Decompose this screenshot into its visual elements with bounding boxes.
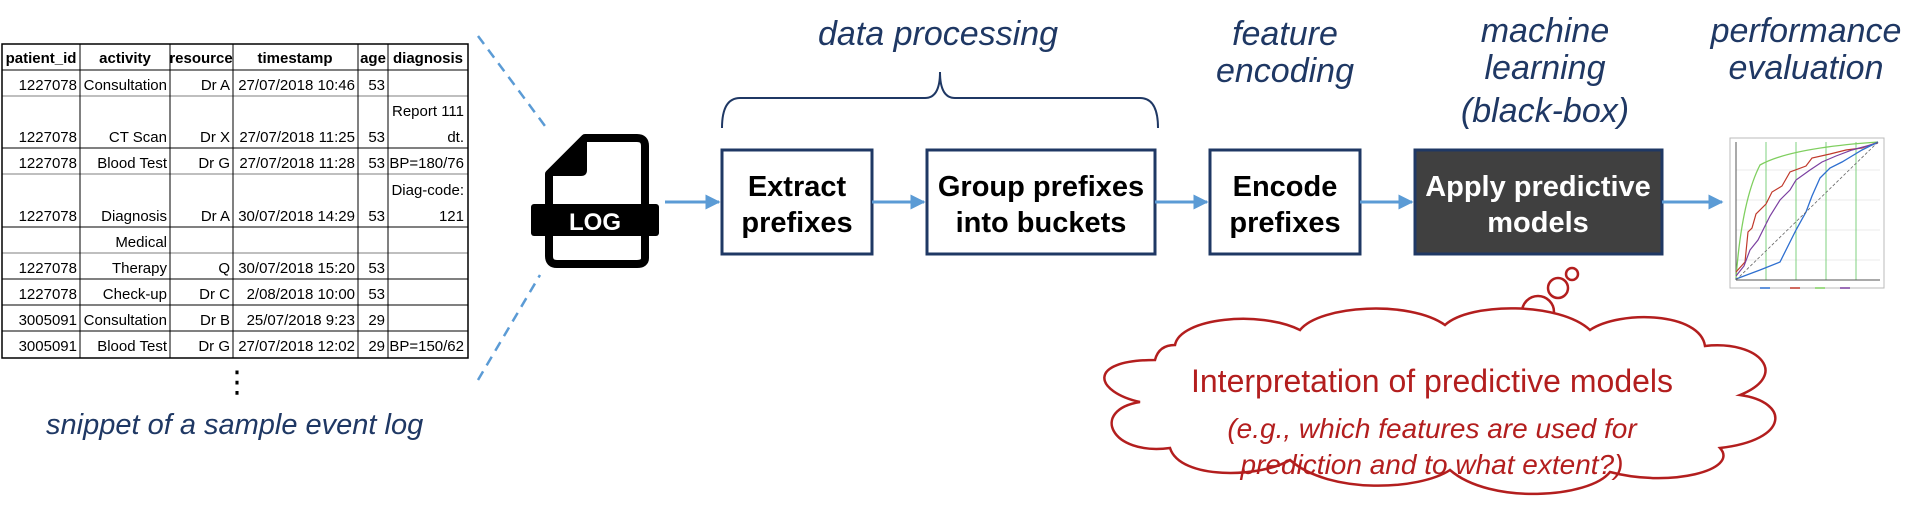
cell-age: 29 bbox=[368, 338, 385, 355]
extract-prefixes-box: Extract prefixes bbox=[720, 148, 874, 256]
table-row: 1227078 Check-up Dr C 2/08/2018 10:00 53 bbox=[19, 286, 385, 303]
table-grid bbox=[2, 44, 468, 358]
stage-label-learning: learning bbox=[1485, 49, 1606, 87]
cell-timestamp: 27/07/2018 10:46 bbox=[238, 77, 355, 94]
cell-timestamp: 30/07/2018 14:29 bbox=[238, 208, 355, 225]
cell-timestamp: 30/07/2018 15:20 bbox=[238, 260, 355, 277]
stage-label-performance: performance bbox=[1710, 12, 1902, 50]
group-prefixes-box: Group prefixes into buckets bbox=[925, 148, 1157, 256]
cell-activity: Check-up bbox=[103, 286, 167, 303]
thought-bubble-small bbox=[1564, 266, 1580, 282]
cell-age: 53 bbox=[368, 286, 385, 303]
group-prefixes-line1: Group prefixes bbox=[938, 171, 1144, 203]
header-timestamp: timestamp bbox=[257, 50, 332, 67]
encode-prefixes-line1: Encode bbox=[1233, 171, 1338, 203]
cell-activity: Blood Test bbox=[97, 155, 168, 172]
table-border bbox=[1, 43, 469, 359]
cell-age: 53 bbox=[368, 129, 385, 146]
cell-timestamp: 27/07/2018 11:25 bbox=[239, 129, 355, 146]
cell-timestamp: 25/07/2018 9:23 bbox=[247, 312, 355, 329]
table-row: 1227078 Diagnosis Dr A 30/07/2018 14:29 … bbox=[19, 182, 464, 225]
data-processing-brace bbox=[721, 71, 1159, 129]
header-age: age bbox=[360, 50, 386, 67]
cell-diagnosis: Diag-code:121 bbox=[391, 182, 464, 225]
cell-resource: Dr C bbox=[199, 286, 230, 303]
log-label: LOG bbox=[569, 209, 621, 236]
log-file-icon: LOG bbox=[531, 134, 659, 268]
cell-age: 53 bbox=[368, 260, 385, 277]
cell-resource: Dr B bbox=[200, 312, 230, 329]
interpretation-thought-cloud: Interpretation of predictive models (e.g… bbox=[1103, 266, 1777, 496]
cell-patient-id: 1227078 bbox=[19, 208, 77, 225]
table-row: 3005091 Blood Test Dr G 27/07/2018 12:02… bbox=[19, 338, 464, 355]
apply-models-box: Apply predictive models bbox=[1413, 148, 1664, 256]
event-log-caption: snippet of a sample event log bbox=[46, 409, 423, 441]
apply-models-line2: models bbox=[1487, 207, 1589, 239]
stage-label-data-processing: data processing bbox=[818, 15, 1058, 53]
stage-label-black-box: (black-box) bbox=[1461, 92, 1629, 130]
table-row: 1227078 CT Scan Dr X 27/07/2018 11:25 53… bbox=[19, 103, 464, 146]
cell-timestamp: 2/08/2018 10:00 bbox=[247, 286, 355, 303]
cell-resource: Dr G bbox=[198, 155, 230, 172]
table-continuation: ⋮ bbox=[222, 365, 252, 400]
log-label-band bbox=[531, 204, 659, 236]
stage-label-encoding: encoding bbox=[1216, 52, 1354, 90]
cell-age: 53 bbox=[368, 155, 385, 172]
stage-label-machine: machine bbox=[1481, 12, 1610, 50]
cell-resource: Dr A bbox=[201, 208, 230, 225]
cell-patient-id: 3005091 bbox=[19, 312, 77, 329]
cell-patient-id: 1227078 bbox=[19, 155, 77, 172]
cell-resource: Q bbox=[218, 260, 230, 277]
event-log-table: patient_id activity resource timestamp a… bbox=[1, 43, 469, 400]
zoom-lines bbox=[476, 35, 550, 381]
cloud-title: Interpretation of predictive models bbox=[1191, 363, 1673, 399]
extract-prefixes-line1: Extract bbox=[748, 171, 847, 203]
cell-age: 53 bbox=[368, 77, 385, 94]
cloud-subtitle-line1: (e.g., which features are used for bbox=[1227, 413, 1638, 444]
header-activity: activity bbox=[99, 50, 151, 67]
cell-activity: Diagnosis bbox=[101, 208, 167, 225]
encode-prefixes-box: Encode prefixes bbox=[1208, 148, 1362, 256]
extract-prefixes-line2: prefixes bbox=[741, 207, 852, 239]
thought-bubble-medium bbox=[1546, 276, 1570, 300]
cell-timestamp: 27/07/2018 12:02 bbox=[238, 338, 355, 355]
stage-label-evaluation: evaluation bbox=[1728, 49, 1883, 87]
table-row: 3005091 Consultation Dr B 25/07/2018 9:2… bbox=[19, 312, 385, 329]
apply-models-line1: Apply predictive bbox=[1425, 171, 1651, 203]
cell-age: 53 bbox=[368, 208, 385, 225]
roc-curve-chart-icon bbox=[1729, 137, 1885, 289]
cell-activity: Consultation bbox=[84, 77, 167, 94]
header-patient-id: patient_id bbox=[6, 50, 77, 67]
table-row: 1227078 Consultation Dr A 27/07/2018 10:… bbox=[19, 77, 385, 94]
cloud-shape bbox=[1103, 307, 1777, 496]
table-row: 1227078 Blood Test Dr G 27/07/2018 11:28… bbox=[19, 155, 464, 172]
group-prefixes-line2: into buckets bbox=[956, 207, 1127, 239]
cell-diagnosis: BP=180/76 bbox=[389, 155, 464, 172]
cell-timestamp: 27/07/2018 11:28 bbox=[239, 155, 355, 172]
cell-patient-id: 3005091 bbox=[19, 338, 77, 355]
header-resource: resource bbox=[169, 50, 232, 67]
cell-resource: Dr A bbox=[201, 77, 230, 94]
table-grid-light bbox=[2, 95, 468, 254]
header-diagnosis: diagnosis bbox=[393, 50, 463, 67]
cell-age: 29 bbox=[368, 312, 385, 329]
encode-prefixes-line2: prefixes bbox=[1229, 207, 1340, 239]
cell-resource: Dr G bbox=[198, 338, 230, 355]
cell-diagnosis: BP=150/62 bbox=[389, 338, 464, 355]
table-header: patient_id activity resource timestamp a… bbox=[6, 50, 463, 67]
cell-patient-id: 1227078 bbox=[19, 286, 77, 303]
cell-resource: Dr X bbox=[200, 129, 230, 146]
cell-patient-id: 1227078 bbox=[19, 77, 77, 94]
stage-label-feature: feature bbox=[1232, 15, 1338, 53]
cloud-subtitle-line2: prediction and to what extent?) bbox=[1240, 449, 1624, 480]
cell-patient-id: 1227078 bbox=[19, 260, 77, 277]
cell-activity: CT Scan bbox=[109, 129, 167, 146]
cell-activity: Blood Test bbox=[97, 338, 168, 355]
cell-activity: Consultation bbox=[84, 312, 167, 329]
cell-patient-id: 1227078 bbox=[19, 129, 77, 146]
